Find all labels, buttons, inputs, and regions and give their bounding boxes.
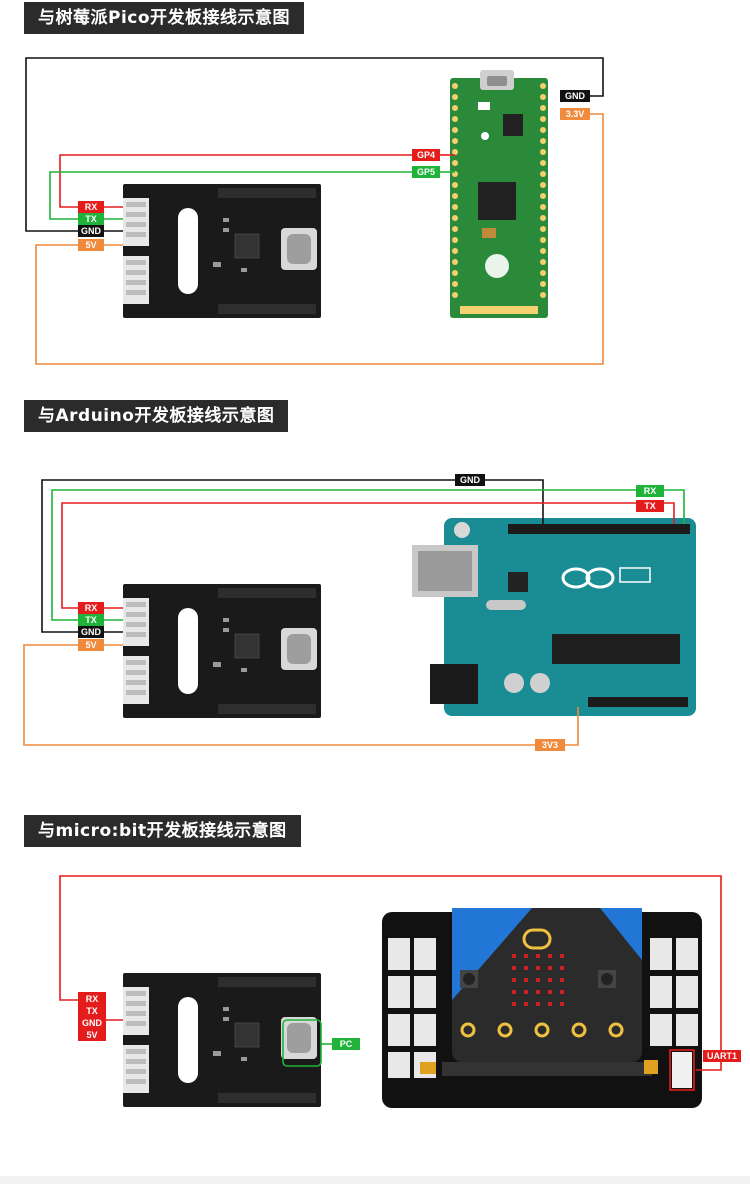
tag-uart1-text: UART1 [707,1051,737,1061]
microbit-expansion-board [382,908,702,1108]
arduino-board [412,518,696,716]
arduino-module-tags: RX TX GND 5V [78,602,104,651]
wire-uart [59,875,722,1071]
pico-target-tags: GND 3.3V GP4 GP5 [412,90,590,178]
uart1-port [672,1052,692,1088]
tag-pico-3v3-text: 3.3V [566,109,585,119]
wire-rx [59,154,440,208]
tag-tx [78,213,104,225]
tag-gnd-text-2: GND [81,627,102,637]
tag-pico-gp4-text: GP4 [417,150,435,160]
ttl-module-board-2 [122,583,322,719]
ttl-module-board-3 [122,972,322,1108]
uart1-highlight [669,1049,695,1091]
wire-tx-2 [51,489,685,621]
pc-highlight [282,1019,322,1067]
microbit-module-tags: RX TX GND 5V [78,992,106,1041]
tag-pico-gp5 [412,166,440,178]
tag-gnd-text-3: GND [82,1018,103,1028]
tag-rx [78,201,104,213]
pico-wires [25,57,604,365]
pico-board [450,70,548,318]
tag-rx-text-2: RX [85,603,98,613]
tag-tx-text: TX [85,214,97,224]
pico-module-tags: RX TX GND 5V [78,201,104,251]
section-title-microbit: 与micro:bit开发板接线示意图 [24,815,301,847]
tag-5v [78,239,104,251]
tag-pico-3v3 [560,108,590,120]
arduino-target-tags: GND RX TX 3V3 [455,474,664,751]
section-title-arduino: 与Arduino开发板接线示意图 [24,400,289,432]
tag-ard-tx-text: TX [644,501,656,511]
tag-pico-gnd-text: GND [565,91,586,101]
microbit-wires [59,875,722,1091]
bottom-bar [0,1176,750,1184]
microbit-section: RX TX GND 5V PC UART1 [59,875,741,1108]
tag-5v-text: 5V [85,240,96,250]
tag-pc-text: PC [340,1039,353,1049]
section-title-pico: 与树莓派Pico开发板接线示意图 [24,2,305,34]
wire-5v [35,113,604,365]
tag-gnd [78,225,104,237]
tag-ard-gnd-text: GND [460,475,481,485]
tag-tx-text-2: TX [85,615,97,625]
tag-pico-gp4 [412,149,440,161]
wire-tx [49,171,440,220]
wire-gnd [25,57,604,232]
tag-pico-gnd [560,90,590,102]
pico-section: RX TX GND 5V GND 3.3V GP4 GP5 [25,57,604,365]
tag-pico-gp5-text: GP5 [417,167,435,177]
arduino-section: RX TX GND 5V GND RX TX 3V3 [23,474,696,751]
ttl-module-board [122,183,322,319]
wire-rx-2 [61,502,675,609]
microbit-target-tags: PC UART1 [332,1038,741,1062]
tag-tx-text-3: TX [86,1006,98,1016]
tag-rx-text: RX [85,202,98,212]
tag-rx-text-3: RX [86,994,99,1004]
tag-gnd-text: GND [81,226,102,236]
tag-ard-rx-text: RX [644,486,657,496]
wire-gnd-2 [41,479,544,633]
tag-ard-3v3-text: 3V3 [542,740,558,750]
wire-5v-2 [23,644,579,746]
tag-5v-text-2: 5V [85,640,96,650]
arduino-wires [23,479,685,746]
tag-5v-text-3: 5V [86,1030,97,1040]
